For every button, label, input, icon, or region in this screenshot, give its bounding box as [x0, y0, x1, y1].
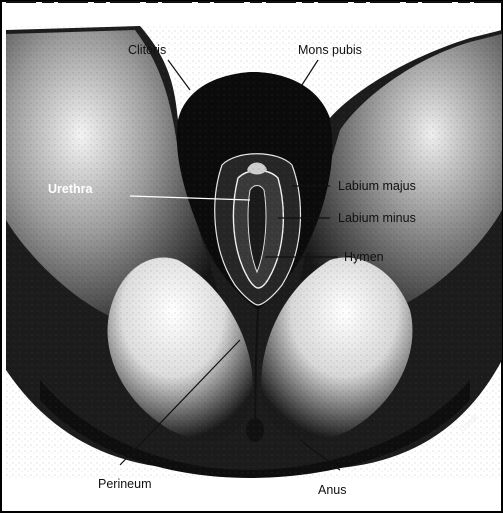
label-clitoris: Clitoris [128, 43, 166, 57]
label-labium-majus: Labium majus [338, 179, 416, 193]
label-labium-minus: Labium minus [338, 211, 416, 225]
label-hymen: Hymen [344, 250, 384, 264]
texture-overlay [6, 26, 502, 478]
label-perineum: Perineum [98, 477, 152, 491]
label-mons-pubis: Mons pubis [298, 43, 362, 57]
label-anus: Anus [318, 483, 347, 497]
label-urethra: Urethra [48, 182, 94, 196]
